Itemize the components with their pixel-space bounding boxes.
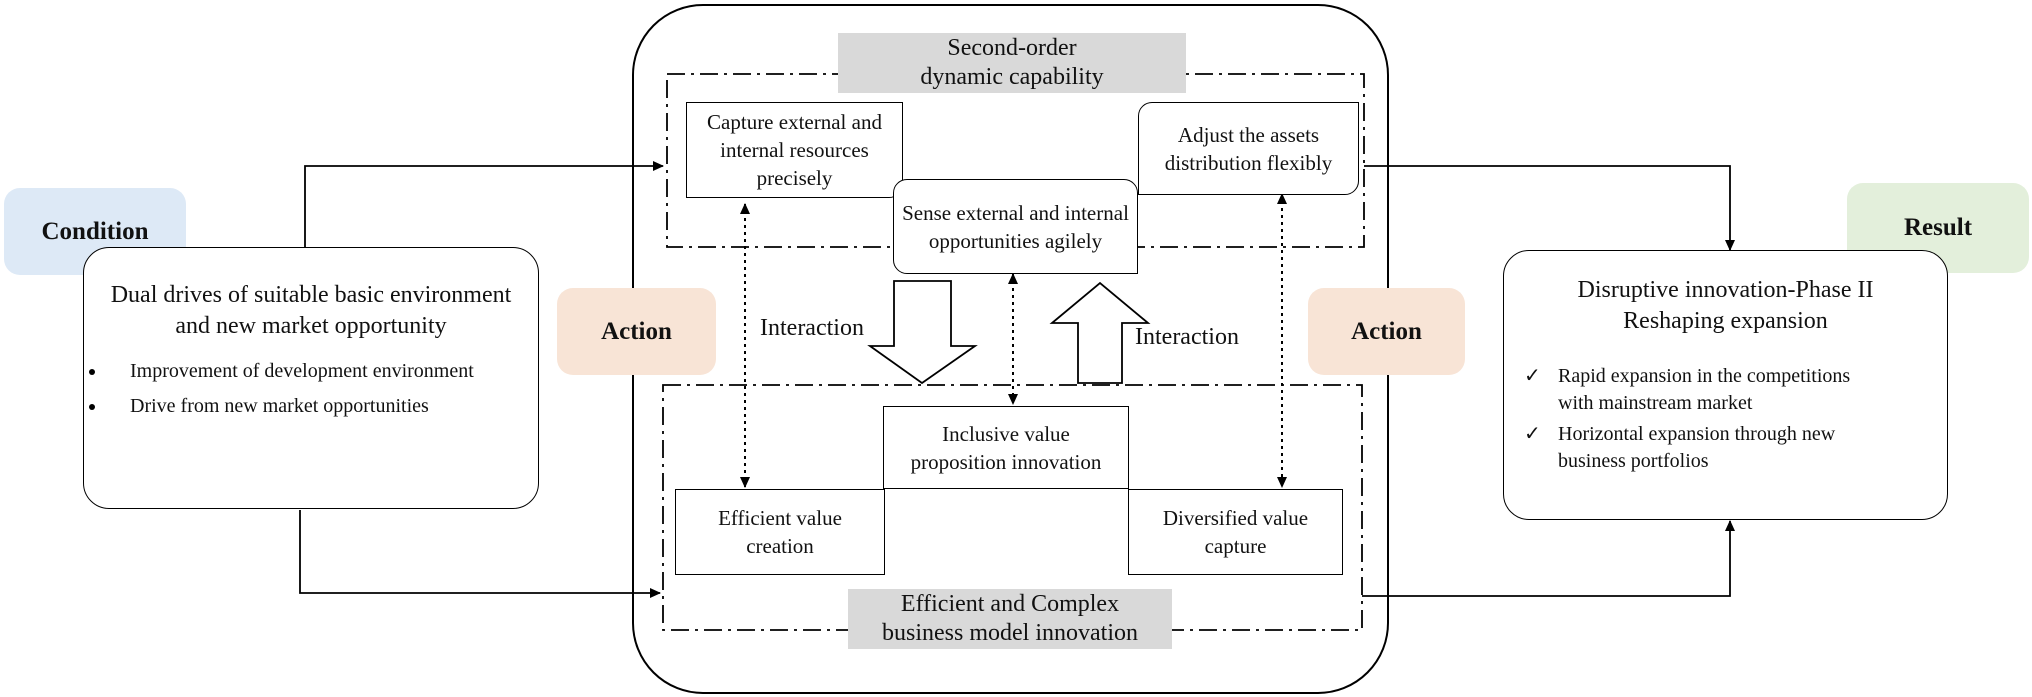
interaction-right-text: Interaction: [1135, 324, 1239, 350]
capture-box: Capture external and internal resources …: [686, 102, 903, 198]
condition-bullet-text: Improvement of development environment: [130, 360, 474, 382]
condition-title: Dual drives of suitable basic environmen…: [110, 282, 512, 339]
list-item: ✓ Horizontal expansion through new busin…: [1504, 421, 1898, 475]
result-bullet-text: Rapid expansion in the competitions with…: [1558, 365, 1851, 414]
sense-text: Sense external and internal opportunitie…: [902, 200, 1129, 253]
inclusive-text: Inclusive value proposition innovation: [910, 421, 1102, 474]
capability-title: Second-order dynamic capability: [838, 33, 1186, 93]
interaction-left-text: Interaction: [760, 315, 864, 341]
efficient-text: Efficient value creation: [718, 506, 842, 558]
condition-box: Dual drives of suitable basic environmen…: [83, 247, 539, 509]
list-item: Drive from new market opportunities: [84, 393, 530, 420]
arrow-condition-to-business-model: [299, 510, 661, 598]
interaction-label-left: Interaction: [760, 313, 864, 344]
condition-tag-label: Condition: [41, 217, 149, 245]
inclusive-box: Inclusive value proposition innovation: [883, 406, 1129, 489]
business-model-title: Efficient and Complex business model inn…: [848, 589, 1172, 649]
interaction-label-right: Interaction: [1135, 322, 1239, 353]
capture-text: Capture external and internal resources …: [707, 110, 882, 190]
condition-bullet-text: Drive from new market opportunities: [130, 395, 429, 417]
sense-box: Sense external and internal opportunitie…: [893, 179, 1138, 274]
arrow-condition-to-capability: [304, 161, 664, 247]
action-tag-left: Action: [557, 288, 716, 375]
checkmark-icon: ✓: [1524, 365, 1541, 387]
arrow-business-model-to-result: [1362, 520, 1735, 597]
adjust-box: Adjust the assets distribution flexibly: [1138, 102, 1359, 195]
result-box: Disruptive innovation-Phase II Reshaping…: [1503, 250, 1948, 520]
checkmark-icon: ✓: [1524, 423, 1541, 445]
capability-title-text: Second-order dynamic capability: [920, 35, 1104, 90]
diversified-box: Diversified value capture: [1128, 489, 1343, 575]
bullet-dot-icon: [89, 404, 95, 410]
capability-frame: [666, 73, 1365, 248]
adjust-text: Adjust the assets distribution flexibly: [1164, 122, 1333, 175]
result-tag-label: Result: [1903, 214, 1973, 241]
efficient-box: Efficient value creation: [675, 489, 885, 575]
business-model-title-text: Efficient and Complex business model inn…: [882, 591, 1138, 646]
diversified-text: Diversified value capture: [1162, 506, 1309, 558]
action-tag-right: Action: [1308, 288, 1465, 375]
action-tag-right-label: Action: [1351, 317, 1422, 345]
result-title: Disruptive innovation-Phase II Reshaping…: [1577, 277, 1874, 334]
block-arrow-down: [867, 280, 978, 385]
condition-tag: Condition: [4, 188, 186, 275]
action-tag-left-label: Action: [601, 317, 672, 345]
result-bullets: ✓ Rapid expansion in the competitions wi…: [1504, 363, 1947, 475]
result-bullet-text: Horizontal expansion through new busines…: [1558, 423, 1836, 472]
list-item: Improvement of development environment: [84, 358, 490, 385]
list-item: ✓ Rapid expansion in the competitions wi…: [1504, 363, 1888, 417]
block-arrow-up: [1049, 281, 1151, 384]
arrow-capability-to-result: [1364, 165, 1735, 251]
bullet-dot-icon: [89, 369, 95, 375]
condition-bullets: Improvement of development environment D…: [84, 358, 538, 420]
